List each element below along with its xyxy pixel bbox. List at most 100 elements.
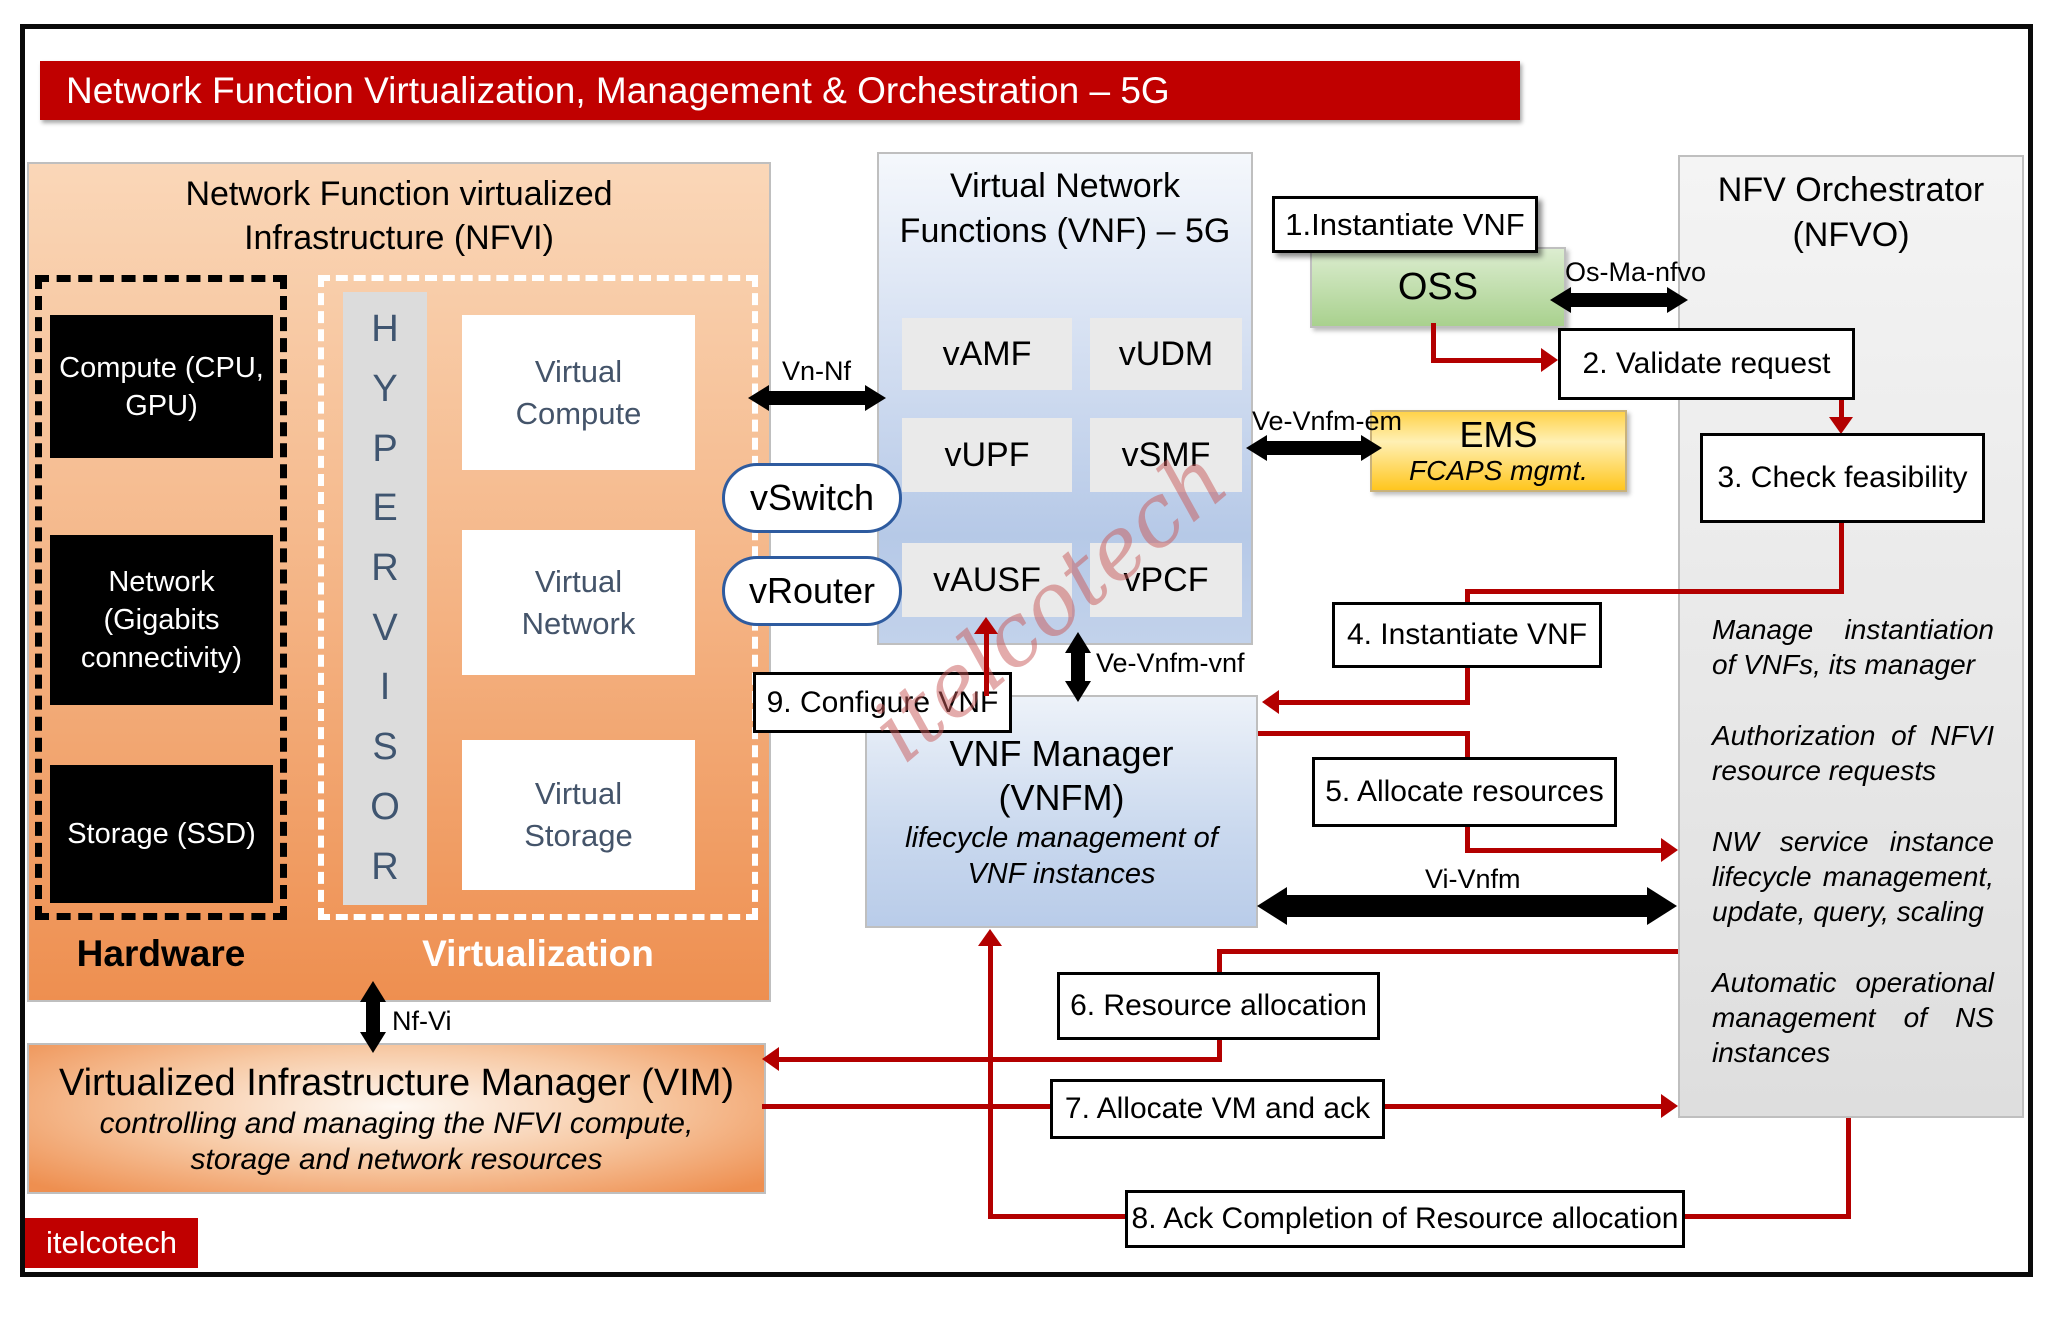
slide-border (20, 24, 2033, 1277)
os-ma-nfvo-arrow-icon (1550, 284, 1688, 316)
flow-oss-to-step2-h (1431, 358, 1543, 363)
page-title: Network Function Virtualization, Managem… (40, 61, 1520, 120)
step-9-configure-vnf: 9. Configure VNF (753, 672, 1012, 733)
vnfm-box: VNF Manager (VNFM) lifecycle management … (865, 695, 1258, 928)
flow-arrowhead-down-icon (1829, 417, 1853, 434)
nfvo-title-line1: NFV Orchestrator (1717, 171, 1985, 209)
vim-subtitle: controlling and managing the NFVI comput… (99, 1106, 694, 1176)
flow-step3-down-v (1839, 523, 1844, 594)
vim-box: Virtualized Infrastructure Manager (VIM)… (27, 1043, 766, 1194)
arrow-left-head-icon (748, 385, 769, 411)
vi-vnfm-arrow-icon (1257, 886, 1677, 926)
flow-arrowhead-right-icon (1661, 838, 1678, 862)
hardware-label: Hardware (76, 933, 246, 974)
vswitch-node: vSwitch (722, 463, 902, 533)
arrow-right-head-icon (1667, 287, 1688, 313)
flow-step3-left-h (1465, 589, 1844, 594)
step-8-ack-completion: 8. Ack Completion of Resource allocation (1125, 1190, 1685, 1248)
ve-vnfm-vnf-label: Ve-Vnfm-vnf (1096, 648, 1245, 678)
flow-nfvo-down-v (1846, 1118, 1851, 1218)
hardware-storage-label: Storage (SSD) (67, 818, 256, 850)
nfvo-title-line2: (NFVO) (1792, 216, 1910, 254)
arrow-right-head-icon (1647, 887, 1677, 925)
arrow-down-head-icon (1065, 681, 1091, 702)
vnf-chip-vamf: vAMF (902, 318, 1072, 390)
hypervisor-letter: R (371, 547, 399, 590)
vnfm-title-line1: VNF Manager (949, 732, 1174, 774)
vnf-chip-vpcf: vPCF (1090, 543, 1242, 617)
flow-vnfm-right-h (1258, 731, 1470, 736)
step-3-check-feasibility: 3. Check feasibility (1700, 433, 1985, 523)
hardware-storage-box: Storage (SSD) (50, 765, 273, 903)
ems-title: EMS (1459, 414, 1538, 455)
hypervisor-letter: R (371, 845, 399, 888)
ve-vnfm-vnf-arrow-icon (1064, 632, 1092, 702)
vnf-title-line1: Virtual Network (950, 167, 1180, 205)
virtual-compute-label: Virtual Compute (515, 353, 642, 431)
flow-to-vim-h (778, 1057, 1222, 1062)
nfvo-title: NFV Orchestrator (NFVO) (1678, 168, 2024, 258)
flow-step2-to-step3-v (1839, 400, 1844, 420)
flow-nfvo-left-h (1217, 949, 1678, 954)
hardware-network-label: Network (Gigabits connectivity) (80, 566, 243, 674)
vn-nf-arrow-icon (748, 384, 886, 412)
brand-badge: itelcotech (25, 1218, 198, 1268)
ems-box: EMS FCAPS mgmt. (1370, 410, 1627, 492)
ve-vnfm-em-arrow-icon (1246, 434, 1382, 462)
hardware-dashed-box (35, 275, 287, 920)
nfvo-notes: Manage instantiation of VNFs, its manage… (1712, 612, 1994, 1106)
oss-box: OSS (1310, 247, 1566, 328)
hypervisor-letter: E (372, 487, 398, 530)
virtualization-label: Virtualization (422, 933, 654, 974)
step-1-instantiate-vnf: 1.Instantiate VNF (1272, 196, 1538, 253)
hardware-compute-box: Compute (CPU, GPU) (50, 315, 273, 458)
vi-vnfm-label: Vi-Vnfm (1425, 864, 1521, 894)
arrow-shaft (366, 997, 380, 1037)
hypervisor-letter: S (372, 726, 398, 769)
arrow-shaft (1071, 648, 1085, 686)
vim-title: Virtualized Infrastructure Manager (VIM) (58, 1061, 735, 1104)
step-4-instantiate-vnf: 4. Instantiate VNF (1332, 602, 1602, 668)
hardware-network-box: Network (Gigabits connectivity) (50, 535, 273, 705)
arrow-right-head-icon (1361, 435, 1382, 461)
vnf-title: Virtual Network Functions (VNF) – 5G (877, 164, 1253, 254)
step-7-allocate-vm-and-ack: 7. Allocate VM and ack (1050, 1079, 1385, 1139)
vnf-chip-vsmf: vSMF (1090, 418, 1242, 492)
flow-arrowhead-right-icon (1541, 348, 1558, 372)
arrow-shaft (1279, 895, 1655, 917)
vnfm-subtitle: lifecycle management of VNF instances (905, 821, 1218, 890)
nfvi-title: Network Function virtualized Infrastruct… (27, 172, 771, 260)
nfvo-note-3: NW service instance lifecycle management… (1712, 826, 1994, 927)
flow-up-to-vnfm-v (988, 944, 993, 1218)
nf-vi-arrow-icon (358, 981, 388, 1053)
nfvo-note-4: Automatic operational management of NS i… (1712, 967, 1994, 1068)
arrow-left-head-icon (1246, 435, 1267, 461)
virtual-network-box: Virtual Network (462, 530, 695, 675)
arrow-left-head-icon (1550, 287, 1571, 313)
nfvo-note-2: Authorization of NFVI resource requests (1712, 720, 1994, 786)
arrow-right-head-icon (865, 385, 886, 411)
hypervisor-letter: V (372, 606, 398, 649)
nfvo-box (1678, 155, 2024, 1118)
nf-vi-label: Nf-Vi (392, 1006, 452, 1036)
virtual-storage-box: Virtual Storage (462, 740, 695, 890)
flow-arrowhead-left-icon (1262, 690, 1279, 714)
virtual-storage-label: Virtual Storage (524, 776, 633, 853)
flow-arrowhead-right-icon (1661, 1094, 1678, 1118)
ems-subtitle: FCAPS mgmt. (1409, 455, 1588, 486)
arrow-shaft (1566, 293, 1672, 307)
vnf-title-line2: Functions (VNF) – 5G (899, 212, 1231, 250)
hypervisor-letter: I (379, 666, 391, 709)
flow-oss-to-step2-v (1431, 323, 1436, 363)
nfvo-note-1: Manage instantiation of VNFs, its manage… (1712, 614, 1994, 680)
vnf-chip-vupf: vUPF (902, 418, 1072, 492)
hypervisor-letter: O (370, 785, 400, 828)
step-5-allocate-resources: 5. Allocate resources (1312, 757, 1617, 827)
hardware-compute-label: Compute (CPU, GPU) (59, 351, 264, 422)
arrow-up-head-icon (1065, 632, 1091, 653)
hypervisor-letter: H (371, 308, 399, 351)
vnf-chip-vausf: vAUSF (902, 543, 1072, 617)
flow-arrowhead-up-icon (978, 929, 1002, 946)
